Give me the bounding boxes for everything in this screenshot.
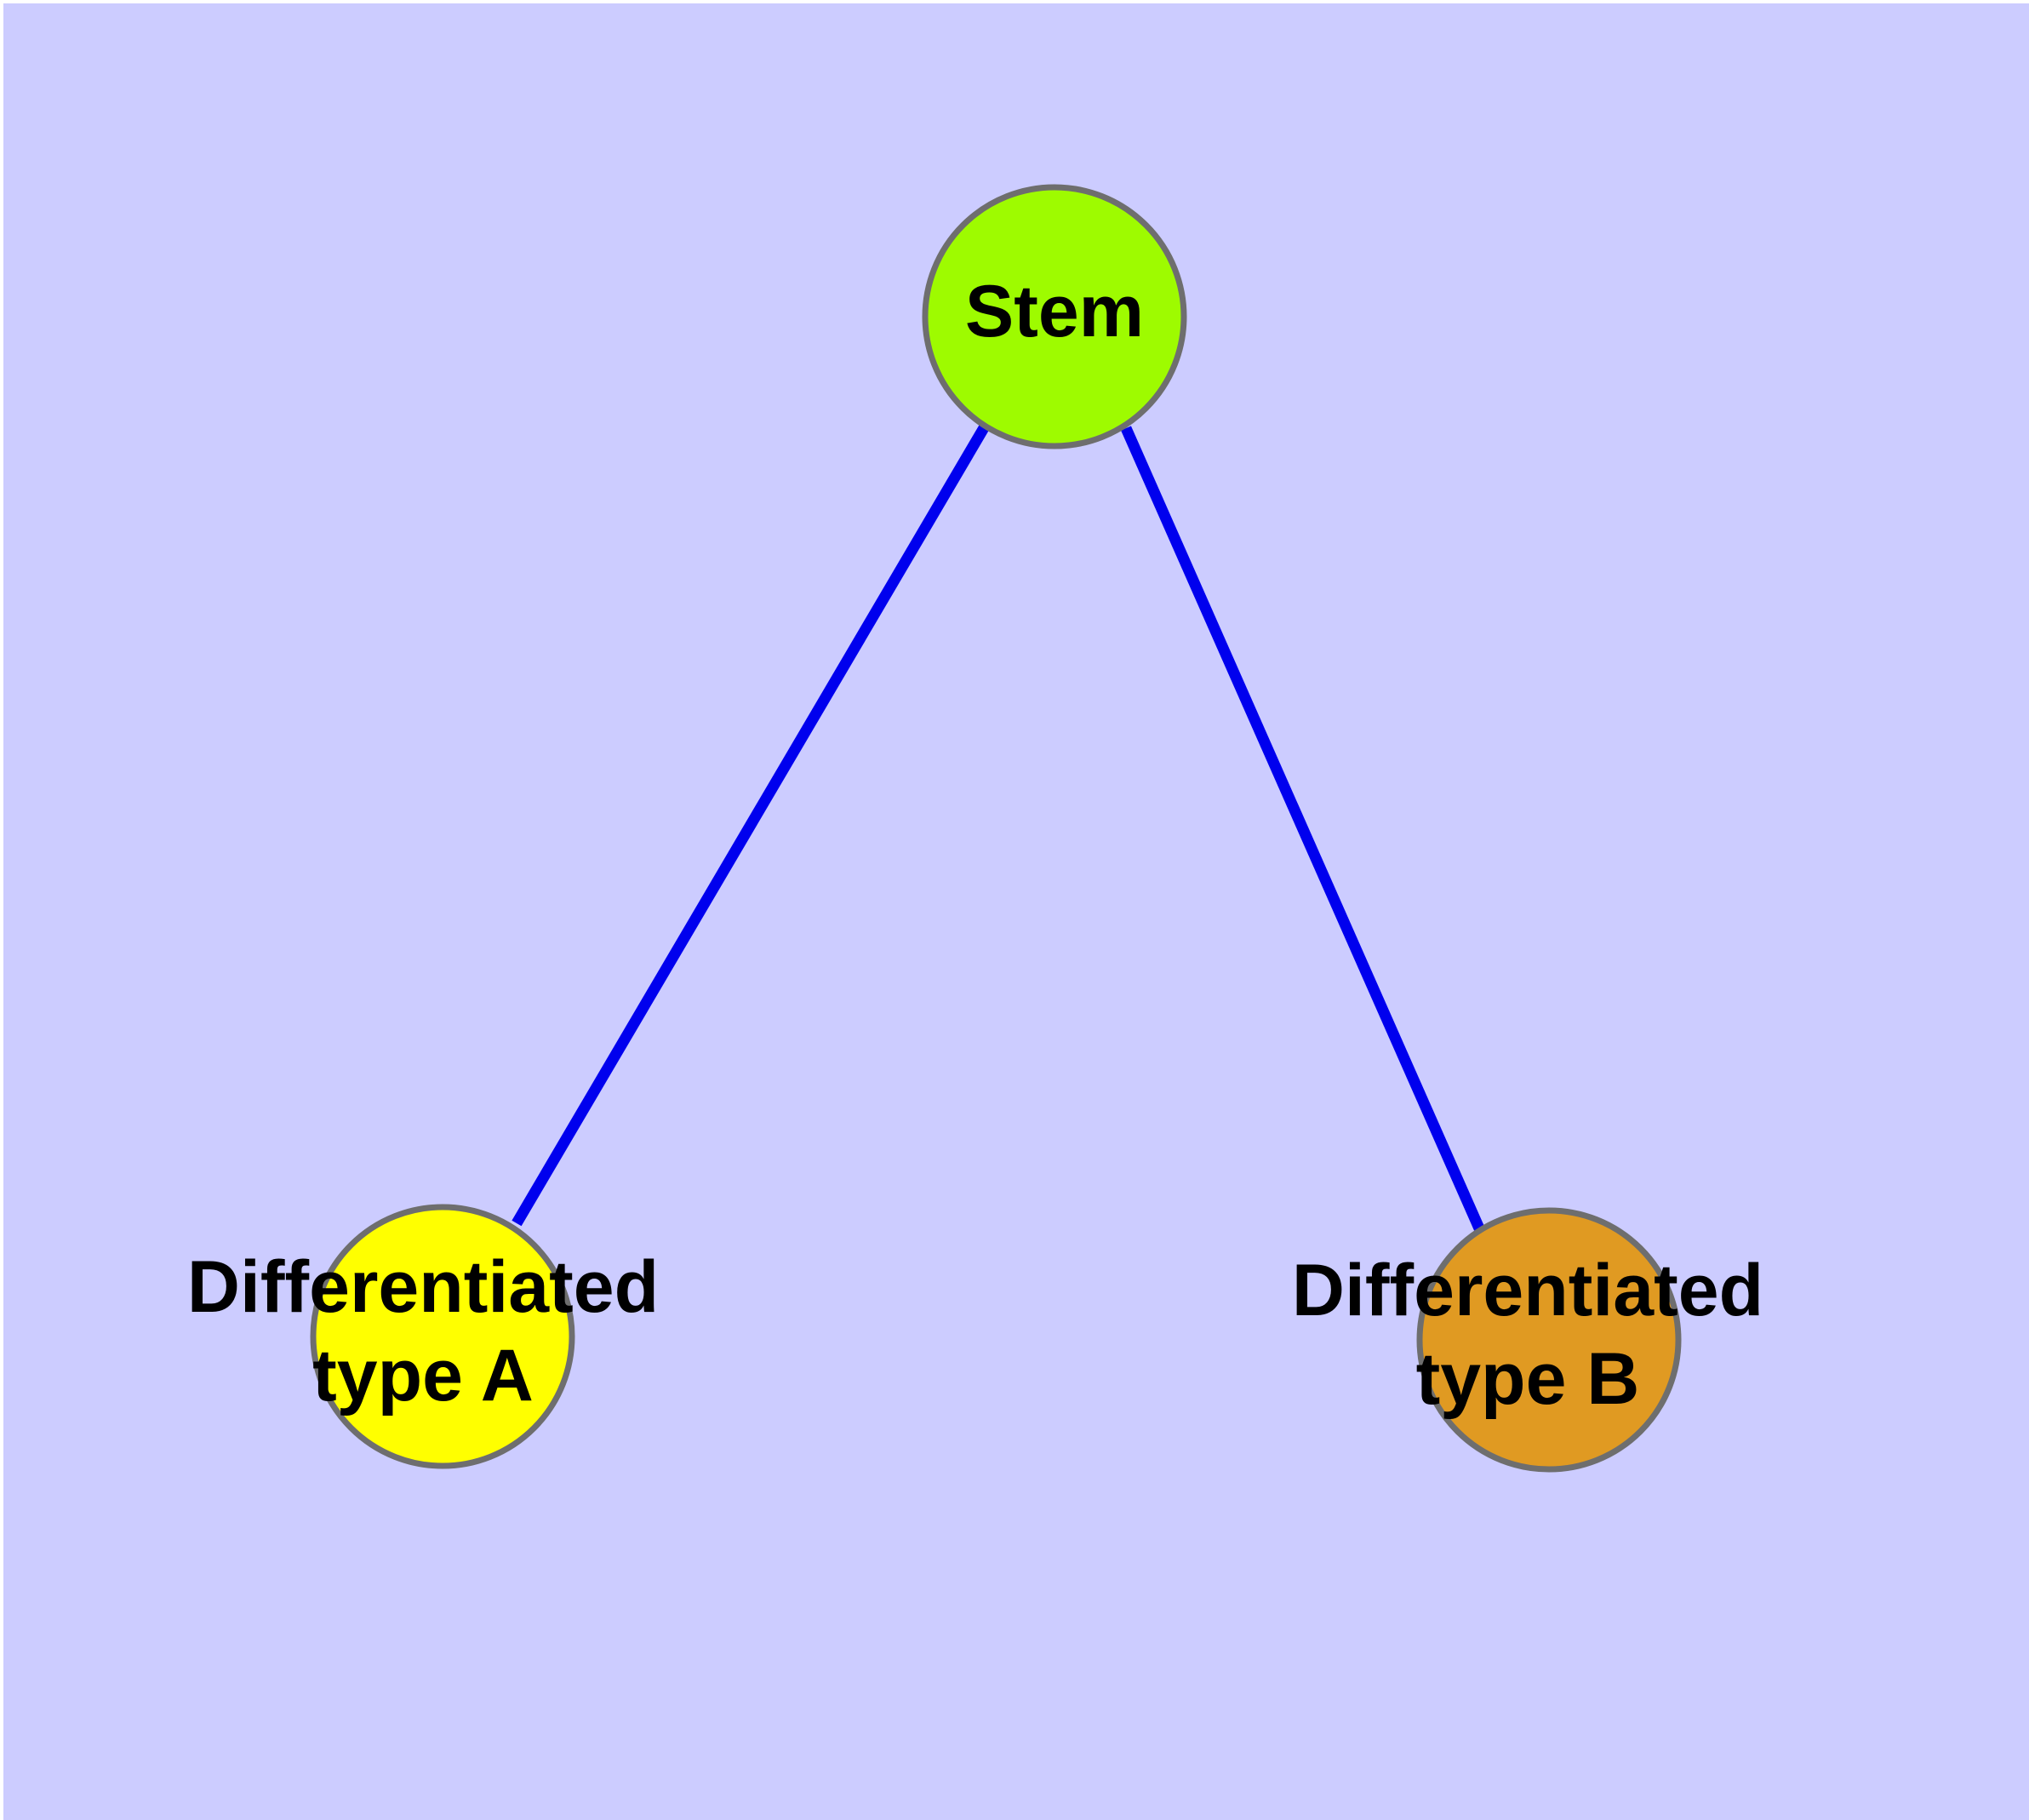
node-label-line: Differentiated	[187, 1246, 659, 1328]
node-stem-label: Stem	[965, 271, 1144, 352]
node-differentiated-type-a-circle[interactable]	[310, 1204, 575, 1469]
node-stem-circle[interactable]	[922, 184, 1187, 449]
edge-stem-to-differentiated-type-a[interactable]	[512, 423, 990, 1227]
node-label-line: Differentiated	[1292, 1250, 1763, 1331]
edges-layer	[512, 423, 1484, 1231]
edge-stem-to-differentiated-type-b[interactable]	[1121, 426, 1484, 1231]
nodes-layer	[310, 184, 1682, 1473]
node-label-line: type B	[1416, 1338, 1640, 1420]
node-label-line: Stem	[965, 271, 1144, 352]
node-differentiated-type-b-circle[interactable]	[1416, 1207, 1682, 1473]
node-label-line: type A	[312, 1335, 534, 1417]
